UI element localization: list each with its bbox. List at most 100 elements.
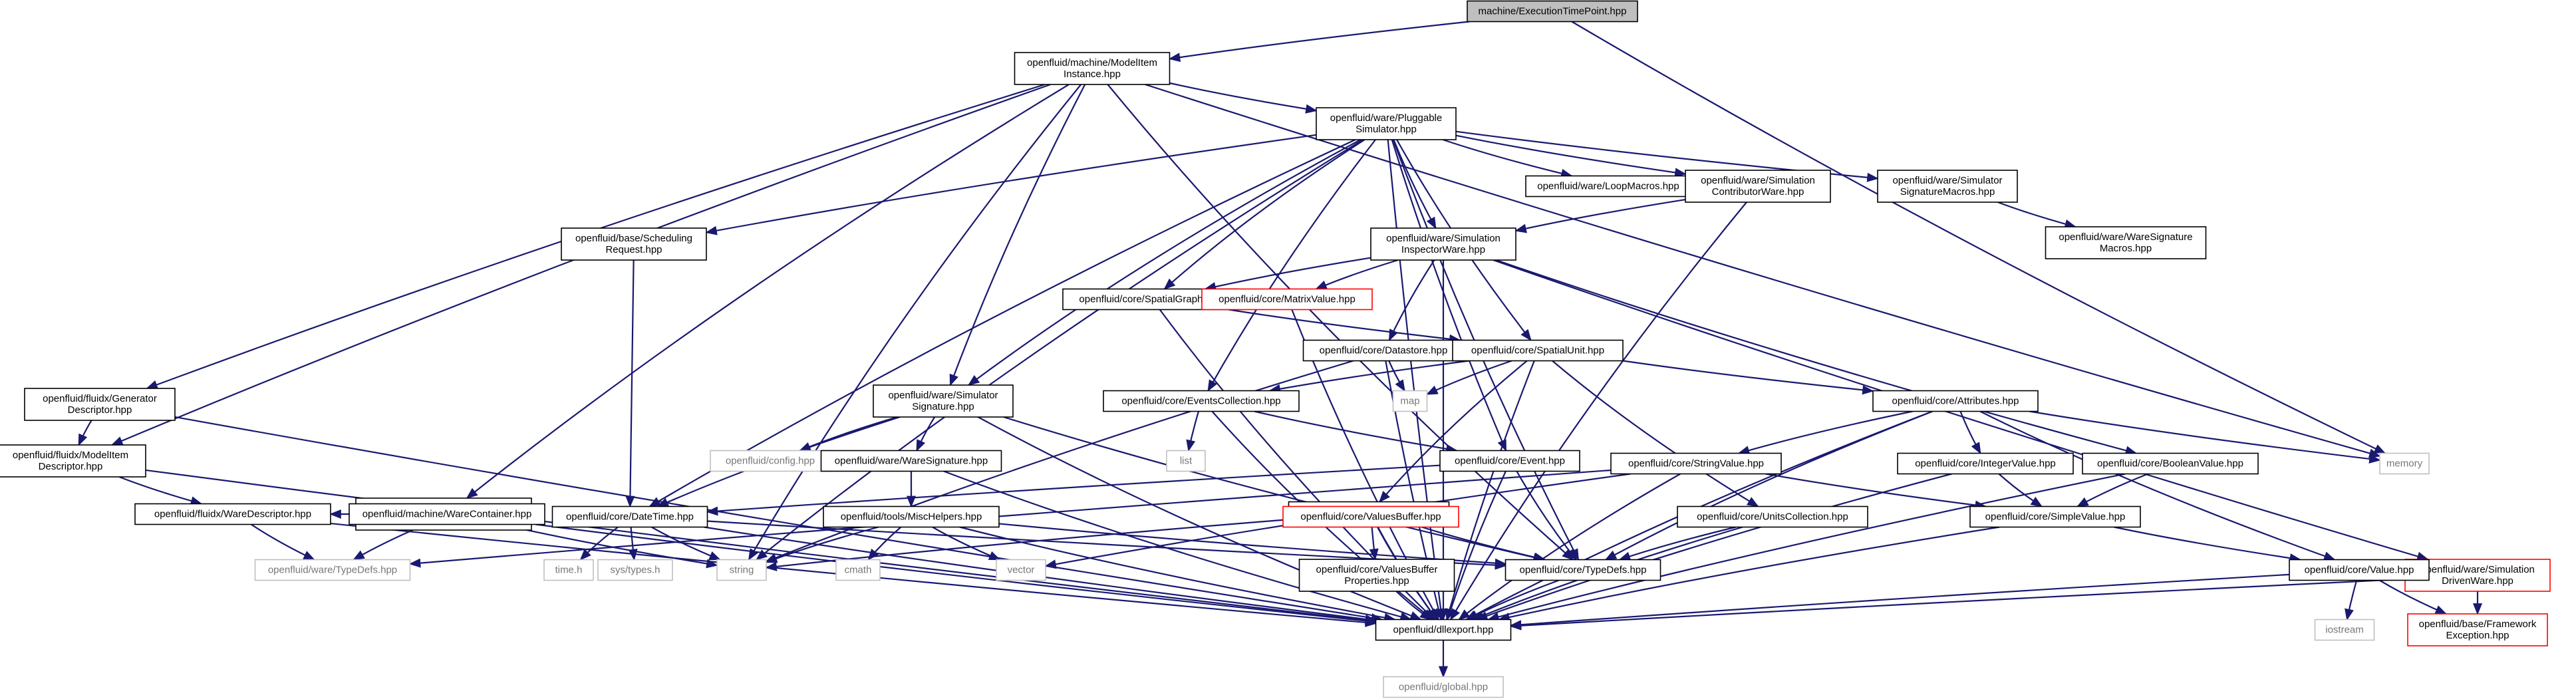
node-label: openfluid/core/MatrixValue.hpp [1218, 294, 1356, 305]
edge-mii-to-ps [1169, 82, 1318, 114]
node-val[interactable]: openfluid/core/Value.hpp [2289, 559, 2430, 581]
node-label: openfluid/ware/Simulation [1386, 233, 1501, 244]
node-label: SignatureMacros.hpp [1900, 186, 1995, 198]
node-label: openfluid/core/SimpleValue.hpp [1985, 511, 2126, 523]
edge-wc-to-dlle [535, 523, 1377, 626]
edge-event-to-dt [706, 464, 1441, 516]
edge-mh-to-ctd [998, 523, 1507, 568]
edge-dt-to-timeh [579, 526, 619, 561]
edge-sv-to-dlle [1458, 473, 1681, 621]
edge-scw-to-siw [1514, 198, 1686, 233]
node-label: cmath [845, 565, 872, 576]
node-wc[interactable]: openfluid/machine/WareContainer.hpp [349, 503, 545, 525]
edge-val-to-iostream [2345, 580, 2358, 621]
node-label: openfluid/fluidx/ModelItem [13, 450, 128, 461]
node-box [1452, 339, 1624, 362]
node-lm[interactable]: openfluid/ware/LoopMacros.hpp [1525, 175, 1691, 198]
node-box [820, 450, 1002, 472]
edge-attr-to-val [1979, 410, 2336, 561]
edge-mii-to-ctd [1107, 84, 1574, 561]
node-event[interactable]: openfluid/core/Event.hpp [1439, 450, 1580, 472]
node-vbp[interactable]: openfluid/core/ValuesBufferProperties.hp… [1298, 559, 1455, 592]
edge-attr-to-sv [1737, 410, 1913, 455]
node-ctd[interactable]: openfluid/core/TypeDefs.hpp [1504, 559, 1661, 581]
edge-iv-to-simv [1998, 473, 2043, 507]
node-label: machine/ExecutionTimePoint.hpp [1479, 6, 1627, 17]
node-simv[interactable]: openfluid/core/SimpleValue.hpp [1969, 505, 2141, 528]
node-label: openfluid/core/StringValue.hpp [1628, 458, 1764, 470]
node-box [551, 505, 708, 528]
node-box [1375, 619, 1512, 641]
node-dt[interactable]: openfluid/core/DateTime.hpp [551, 505, 708, 528]
edge-mii-to-ss [949, 84, 1086, 386]
node-label: list [1180, 456, 1193, 467]
node-label: openfluid/core/BooleanValue.hpp [2097, 458, 2243, 470]
node-bv[interactable]: openfluid/core/BooleanValue.hpp [2082, 452, 2259, 475]
node-box [1370, 227, 1516, 261]
node-attr[interactable]: openfluid/core/Attributes.hpp [1872, 390, 2039, 412]
node-label: DrivenWare.hpp [2442, 575, 2513, 587]
edge-ec-to-event [1254, 410, 1458, 454]
edge-mid-to-wd [118, 476, 203, 505]
node-systypes: sys/types.h [597, 559, 673, 581]
node-iv[interactable]: openfluid/core/IntegerValue.hpp [1897, 452, 2074, 475]
node-wd[interactable]: openfluid/fluidx/WareDescriptor.hpp [134, 503, 331, 525]
node-vb[interactable]: openfluid/core/ValuesBuffer.hpp [1282, 505, 1459, 528]
node-vector: vector [996, 559, 1046, 581]
node-scw[interactable]: openfluid/ware/SimulationContributorWare… [1685, 170, 1831, 203]
node-label: openfluid/base/Scheduling [575, 233, 692, 244]
edge-mii-to-memory [1145, 83, 2381, 458]
edge-ps-to-dlle [1387, 139, 1446, 621]
node-box [1610, 452, 1782, 475]
edge-wd-to-dlle [330, 522, 1377, 627]
node-mv[interactable]: openfluid/core/MatrixValue.hpp [1201, 288, 1373, 311]
edge-sr-to-dt [625, 259, 635, 508]
node-box [561, 227, 707, 261]
node-box [1392, 390, 1428, 412]
edge-wsig-to-dlle [943, 470, 1412, 622]
node-label: openfluid/core/Attributes.hpp [1892, 396, 2019, 407]
node-box [1872, 390, 2039, 412]
node-box [716, 559, 767, 581]
edge-mh-to-dlle [959, 526, 1396, 623]
node-wsig[interactable]: openfluid/ware/WareSignature.hpp [820, 450, 1002, 472]
node-box [1877, 170, 2018, 203]
edge-su-to-map [1425, 360, 1512, 395]
node-label: openfluid/ware/Simulator [1892, 175, 2002, 186]
node-ec[interactable]: openfluid/core/EventsCollection.hpp [1103, 390, 1300, 412]
edge-siw-to-dst [1388, 259, 1435, 342]
node-label: Macros.hpp [2100, 243, 2152, 254]
node-label: openfluid/core/SpatialGraph.hpp [1079, 294, 1222, 305]
node-box [835, 559, 881, 581]
node-label: openfluid/ware/Simulator [888, 390, 998, 401]
edge-sv-to-simv [1765, 473, 1987, 510]
node-ssm[interactable]: openfluid/ware/SimulatorSignatureMacros.… [1877, 170, 2018, 203]
node-su[interactable]: openfluid/core/SpatialUnit.hpp [1452, 339, 1624, 362]
node-dst[interactable]: openfluid/core/Datastore.hpp [1302, 339, 1465, 362]
edge-gd-to-mid [78, 420, 92, 446]
edge-su-to-vars [1379, 360, 1528, 503]
node-label: Exception.hpp [2446, 630, 2509, 641]
node-label: string [730, 565, 754, 576]
node-siw[interactable]: openfluid/ware/SimulationInspectorWare.h… [1370, 227, 1516, 261]
node-uc[interactable]: openfluid/core/UnitsCollection.hpp [1677, 505, 1868, 528]
edge-val-to-dlle [1509, 573, 2290, 630]
node-box [134, 503, 331, 525]
edge-ssm-to-wsm [1997, 201, 2077, 229]
node-label: Descriptor.hpp [39, 461, 103, 472]
edge-ps-to-scw [1455, 134, 1687, 178]
node-dlle[interactable]: openfluid/dllexport.hpp [1375, 619, 1512, 641]
node-sv[interactable]: openfluid/core/StringValue.hpp [1610, 452, 1782, 475]
node-mh[interactable]: openfluid/tools/MiscHelpers.hpp [823, 505, 1000, 528]
edge-uc-to-ctd [1618, 526, 1737, 561]
edge-sg-to-su [1228, 309, 1461, 344]
